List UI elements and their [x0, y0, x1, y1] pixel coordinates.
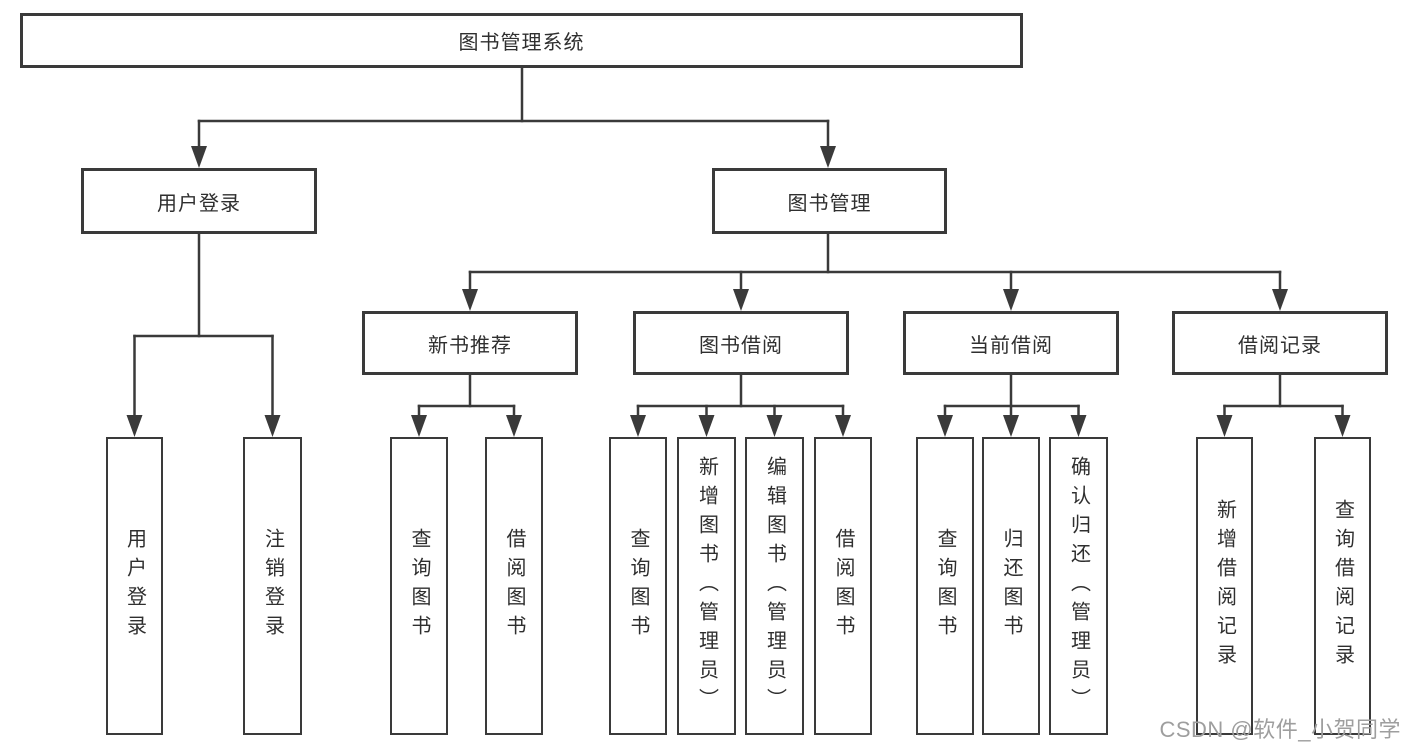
node-label: 用户登录 — [157, 192, 241, 215]
leaf-borrow-books-2: 借阅图书 — [814, 437, 872, 735]
leaf-query-books-3: 查询图书 — [916, 437, 974, 735]
leaf-edit-books-admin: 编辑图书（管理员） — [745, 437, 804, 735]
node-book-borrowing: 图书借阅 — [633, 311, 849, 375]
leaf-label: 编辑图书（管理员） — [763, 455, 786, 717]
leaf-label: 查询图书 — [408, 528, 430, 644]
node-label: 当前借阅 — [969, 334, 1053, 357]
connector-newbook-leaves — [411, 373, 522, 437]
leaf-label: 归还图书 — [1000, 528, 1022, 644]
leaf-label: 借阅图书 — [503, 528, 525, 644]
leaf-logout: 注销登录 — [243, 437, 302, 735]
csdn-watermark: CSDN @软件_小贺同学 — [1159, 717, 1401, 742]
node-book-management-system: 图书管理系统 — [20, 13, 1023, 68]
leaf-label: 确认归还（管理员） — [1067, 455, 1090, 717]
leaf-label: 用户登录 — [123, 528, 146, 644]
leaf-label: 查询图书 — [627, 528, 649, 644]
connector-borrow-leaves — [630, 373, 851, 437]
node-label: 借阅记录 — [1238, 334, 1322, 357]
leaf-label: 借阅图书 — [832, 528, 854, 644]
connector-record-leaves — [1216, 373, 1351, 437]
leaf-add-borrow-record: 新增借阅记录 — [1196, 437, 1253, 735]
node-label: 图书管理系统 — [458, 32, 585, 54]
leaf-label: 新增图书（管理员） — [695, 455, 718, 717]
node-book-management-branch: 图书管理 — [712, 168, 947, 234]
connector-current-leaves — [937, 373, 1087, 437]
leaf-user-login: 用户登录 — [106, 437, 163, 735]
leaf-label: 查询图书 — [934, 528, 956, 644]
node-borrow-records: 借阅记录 — [1172, 311, 1388, 375]
connector-mgmt-to-sections — [462, 232, 1288, 311]
leaf-confirm-return-admin: 确认归还（管理员） — [1049, 437, 1108, 735]
node-label: 图书管理 — [787, 192, 872, 215]
leaf-add-books-admin: 新增图书（管理员） — [677, 437, 736, 735]
node-label: 新书推荐 — [428, 334, 512, 357]
leaf-return-books: 归还图书 — [982, 437, 1040, 735]
leaf-query-books-1: 查询图书 — [390, 437, 448, 735]
node-user-login-branch: 用户登录 — [81, 168, 317, 234]
leaf-borrow-books-1: 借阅图书 — [485, 437, 543, 735]
leaf-label: 注销登录 — [261, 528, 284, 644]
node-label: 图书借阅 — [699, 334, 783, 357]
leaf-label: 新增借阅记录 — [1213, 499, 1236, 673]
leaf-query-books-2: 查询图书 — [609, 437, 667, 735]
leaf-query-borrow-record: 查询借阅记录 — [1314, 437, 1371, 735]
node-current-borrowing: 当前借阅 — [903, 311, 1119, 375]
leaf-label: 查询借阅记录 — [1331, 499, 1354, 673]
connector-login-branch — [126, 232, 281, 437]
node-new-book-recommend: 新书推荐 — [362, 311, 578, 375]
connector-root-to-level2 — [191, 66, 836, 168]
